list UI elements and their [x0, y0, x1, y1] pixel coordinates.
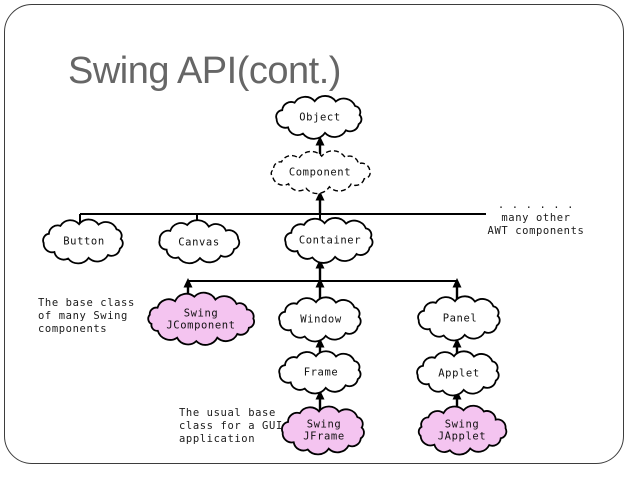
- cloud-shape: [278, 296, 362, 343]
- cloud-shape: [281, 405, 365, 456]
- cloud-shape: [284, 217, 374, 264]
- node-label: Canvas: [178, 237, 220, 249]
- node-label: Window: [300, 314, 342, 326]
- cloud-shape: [270, 150, 371, 195]
- node-window: Window: [278, 296, 362, 343]
- jcomponent-annotation: The base class of many Swing components: [38, 297, 135, 335]
- node-panel: Panel: [417, 295, 501, 342]
- inheritance-arrow-up-icon: [315, 191, 325, 213]
- node-component: Component: [270, 150, 371, 195]
- node-object: Object: [275, 95, 363, 140]
- node-label: Applet: [438, 368, 480, 380]
- cloud-shape: [417, 295, 501, 342]
- cloud-shape: [278, 350, 362, 395]
- node-button: Button: [42, 218, 124, 265]
- cloud-shape: [416, 350, 500, 397]
- node-canvas: Canvas: [158, 219, 241, 265]
- cloud-shape: [275, 95, 363, 140]
- inheritance-arrow-up-icon: [315, 390, 325, 411]
- node-label: Panel: [443, 313, 478, 325]
- page-title: Swing API(cont.): [68, 50, 341, 92]
- node-label: Object: [299, 112, 341, 124]
- cloud-shape: [158, 219, 241, 265]
- cloud-shape: [42, 218, 124, 265]
- cloud-shape: [147, 291, 255, 346]
- node-label: Button: [63, 236, 105, 248]
- node-label: Frame: [304, 367, 339, 379]
- node-label: Component: [289, 167, 351, 179]
- jframe-annotation: The usual base class for a GUI applicati…: [179, 407, 283, 445]
- node-container: Container: [284, 217, 374, 264]
- cloud-shape: [417, 404, 508, 456]
- node-applet: Applet: [416, 350, 500, 397]
- awt-components-annotation: . . . . . . many other AWT components: [487, 199, 585, 237]
- node-frame: Frame: [278, 350, 362, 395]
- node-label: Container: [299, 235, 361, 247]
